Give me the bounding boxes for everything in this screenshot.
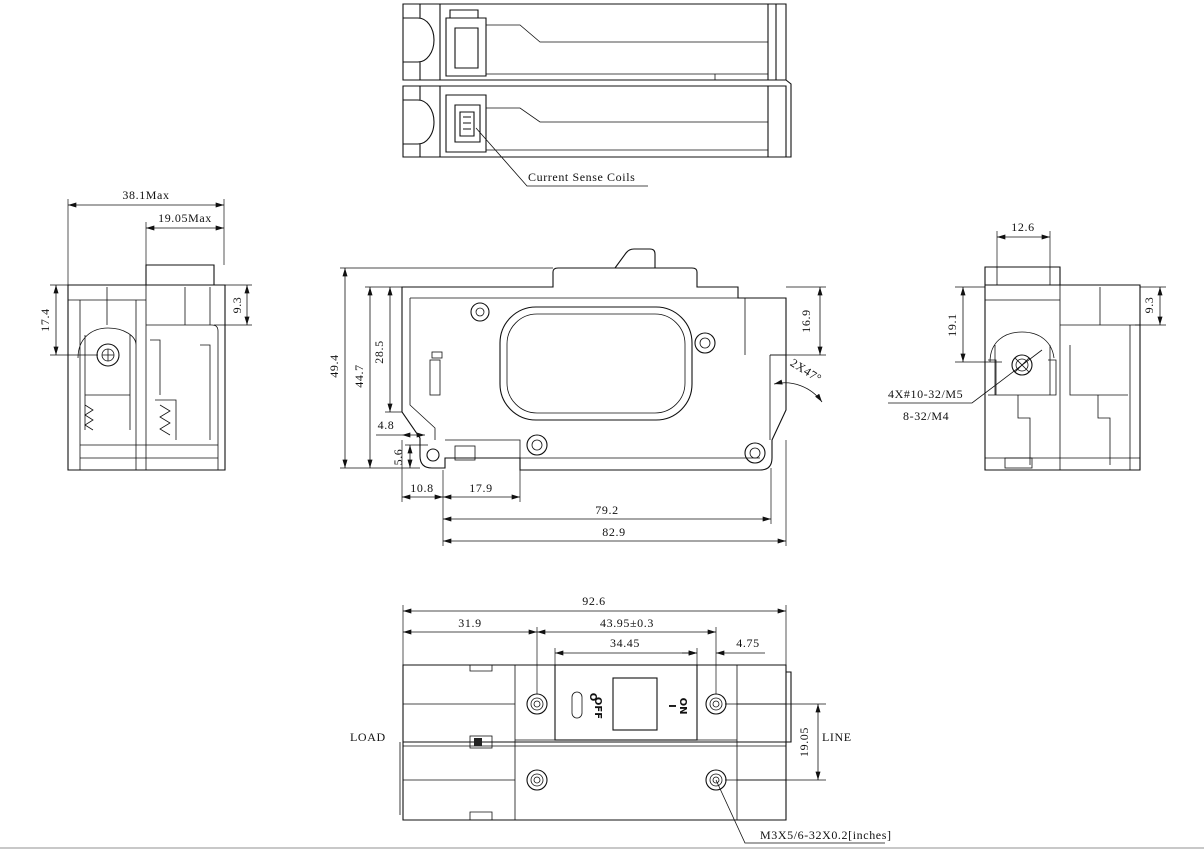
left-side-view: 38.1Max 19.05Max 17.4 9.3 — [38, 188, 252, 471]
dim-hole-spacing: 79.2 — [595, 503, 618, 517]
bottom-view: 92.6 31.9 43.95±0.3 34.45 4.75 19.05 O O… — [350, 594, 892, 844]
load-connector-pin — [474, 738, 482, 746]
screw-top-left — [526, 693, 548, 715]
toggle-lever — [614, 248, 656, 269]
switch-housing — [554, 664, 698, 741]
off-label: OFF — [592, 697, 603, 719]
mount-hole-top-right-inner — [699, 337, 711, 349]
lower-coil-trace — [486, 107, 768, 151]
right-body-outline — [984, 266, 1141, 471]
screw-bottom-left-core — [533, 776, 541, 784]
dim-slot-offset: 4.8 — [378, 418, 395, 432]
left-body-outline — [67, 264, 226, 471]
dim-overall-width: 38.1Max — [122, 188, 169, 202]
screw-top-right — [705, 693, 727, 715]
dim-switch-width: 34.45 — [610, 636, 640, 650]
dim-overall-length: 82.9 — [602, 525, 625, 539]
load-label: LOAD — [350, 730, 386, 744]
front-view: 49.4 44.7 28.5 4.8 5.6 10.8 17.9 79.2 82… — [327, 248, 826, 546]
callout-leader — [475, 127, 648, 187]
screw-top-right-ring — [709, 697, 723, 711]
right-side-view: 12.6 19.1 9.3 4X#10-32/M5 8-32/M4 — [888, 220, 1166, 471]
bottom-extension-lines — [402, 605, 826, 781]
upper-coil-trace — [486, 24, 768, 80]
thread-callout-leader — [888, 349, 1043, 404]
terminal-screw-outer — [96, 343, 120, 367]
dim-arc-angle — [773, 379, 823, 403]
lower-module-outline — [402, 79, 792, 158]
mount-hole-top-left — [470, 302, 490, 322]
screw-bottom-right-ring — [709, 773, 723, 787]
off-indicator-pill — [571, 691, 583, 719]
dim-body-height: 44.7 — [352, 364, 366, 387]
right-terminal-screw-outer — [1011, 354, 1033, 376]
screw-bottom-right-core — [712, 776, 720, 784]
load-connector — [469, 735, 493, 749]
dim-hole-spacing-bottom: 43.95±0.3 — [600, 616, 654, 630]
dim-hole-height-right: 19.1 — [945, 313, 959, 336]
mount-hole-top-left-inner — [475, 307, 485, 317]
screw-top-left-ring — [530, 697, 544, 711]
right-extension-lines — [955, 231, 1166, 363]
dim-handle-width: 12.6 — [1011, 220, 1034, 234]
screw-callout-leader — [715, 779, 885, 844]
dim-hole-offset: 5.6 — [391, 449, 405, 466]
left-body-details — [68, 285, 219, 470]
screw-callout: M3X5/6-32X0.2[inches] — [760, 828, 892, 842]
screw-top-left-core — [533, 700, 541, 708]
switch-toggle — [612, 677, 658, 731]
thread-callout: 4X#10-32/M5 — [888, 387, 963, 401]
on-label: ON — [677, 698, 688, 715]
screw-bottom-right — [705, 769, 727, 791]
screw-top-right-core — [712, 700, 720, 708]
mount-hole-bottom-left-inner — [531, 439, 543, 451]
dim-module-pitch: 19.05 — [797, 727, 811, 757]
line-label: LINE — [822, 730, 852, 744]
dim-angle: 2X47° — [788, 356, 825, 386]
dim-flange-height: 28.5 — [372, 340, 386, 363]
front-body-outline — [401, 267, 787, 471]
front-extension-lines — [340, 267, 826, 546]
front-body-details — [409, 297, 786, 459]
right-bottom-tab — [1004, 457, 1033, 469]
dim-hole-height: 17.4 — [38, 308, 52, 331]
dim-overall-height: 49.4 — [327, 354, 341, 377]
top-view: Current Sense Coils — [402, 3, 792, 187]
right-terminal-screw-inner — [1015, 358, 1029, 372]
bottom-latch — [454, 445, 476, 461]
left-extension-lines — [50, 199, 252, 356]
terminal-screw-cross — [102, 349, 114, 361]
bottom-body-outline — [402, 664, 792, 821]
screw-bottom-left — [526, 769, 548, 791]
dim-overall-length-bottom: 92.6 — [582, 594, 605, 608]
screw-bottom-left-ring — [530, 773, 544, 787]
dim-handle-height-right: 9.3 — [1142, 297, 1156, 314]
bracket-hole — [426, 448, 440, 462]
mount-hole-bottom-right-inner — [749, 447, 761, 459]
off-symbol: O — [587, 693, 598, 702]
mount-hole-bottom-left — [526, 434, 548, 456]
thread-callout-alt: 8-32/M4 — [903, 409, 949, 423]
dim-right-offset: 4.75 — [736, 636, 759, 650]
label-window-outer — [499, 306, 693, 421]
dim-load-offset: 31.9 — [458, 616, 481, 630]
on-symbol: I — [666, 704, 677, 708]
dim-module-width: 19.05Max — [158, 211, 212, 225]
dim-left-offset: 10.8 — [410, 481, 433, 495]
lower-connector — [445, 94, 487, 153]
mount-hole-bottom-right — [744, 442, 766, 464]
dim-right-height: 16.9 — [799, 309, 813, 332]
upper-connector — [445, 9, 487, 77]
current-sense-coils-label: Current Sense Coils — [528, 170, 635, 184]
label-window-inner — [506, 313, 686, 414]
right-body-details — [985, 267, 1140, 470]
dim-bracket-width: 17.9 — [469, 481, 492, 495]
dim-handle-height: 9.3 — [230, 297, 244, 314]
left-slot — [429, 359, 441, 396]
left-slot-cap — [431, 351, 443, 359]
mount-hole-top-right — [694, 332, 716, 354]
